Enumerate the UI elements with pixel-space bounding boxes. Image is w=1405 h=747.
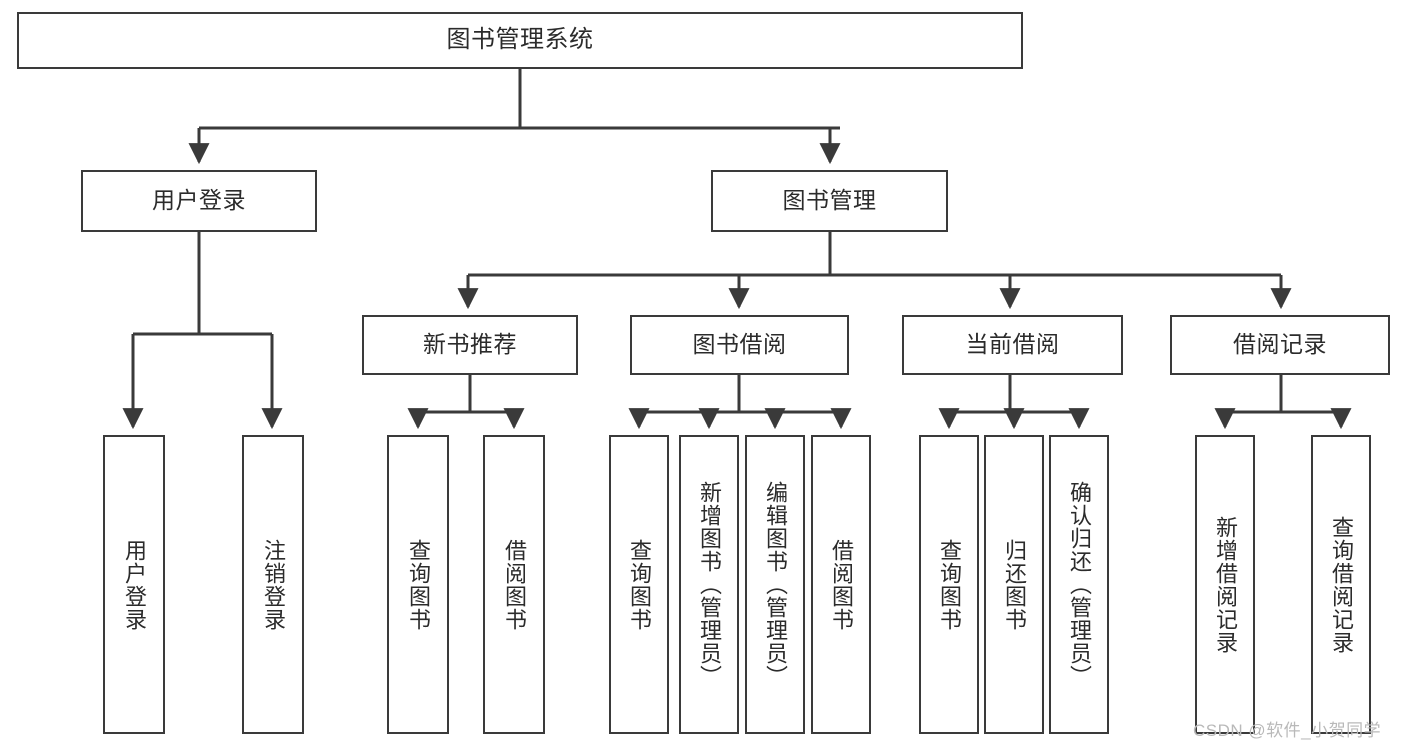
leaf-user-login[interactable]: 用户登录 xyxy=(103,435,165,734)
leaf-user-logout[interactable]: 注销登录 xyxy=(242,435,304,734)
leaf-current-confirm-return-admin[interactable]: 确认归还（管理员） xyxy=(1049,435,1109,734)
leaf-newbook-borrow-book[interactable]: 借阅图书 xyxy=(483,435,545,734)
leaf-record-query-record[interactable]: 查询借阅记录 xyxy=(1311,435,1371,734)
node-current-borrow[interactable]: 当前借阅 xyxy=(902,315,1123,375)
leaf-borrow-add-book-admin[interactable]: 新增图书（管理员） xyxy=(679,435,739,734)
leaf-record-add-record[interactable]: 新增借阅记录 xyxy=(1195,435,1255,734)
leaf-borrow-edit-book-admin[interactable]: 编辑图书（管理员） xyxy=(745,435,805,734)
leaf-current-return-book[interactable]: 归还图书 xyxy=(984,435,1044,734)
node-book-management[interactable]: 图书管理 xyxy=(711,170,948,232)
leaf-borrow-lend-book[interactable]: 借阅图书 xyxy=(811,435,871,734)
node-book-borrow[interactable]: 图书借阅 xyxy=(630,315,849,375)
leaf-borrow-query-book[interactable]: 查询图书 xyxy=(609,435,669,734)
leaf-newbook-query-book[interactable]: 查询图书 xyxy=(387,435,449,734)
node-user-login[interactable]: 用户登录 xyxy=(81,170,317,232)
node-new-book-recommend[interactable]: 新书推荐 xyxy=(362,315,578,375)
csdn-watermark: CSDN @软件_小贺同学 xyxy=(1193,721,1382,740)
node-root[interactable]: 图书管理系统 xyxy=(17,12,1023,69)
leaf-current-query-book[interactable]: 查询图书 xyxy=(919,435,979,734)
node-borrow-record[interactable]: 借阅记录 xyxy=(1170,315,1390,375)
